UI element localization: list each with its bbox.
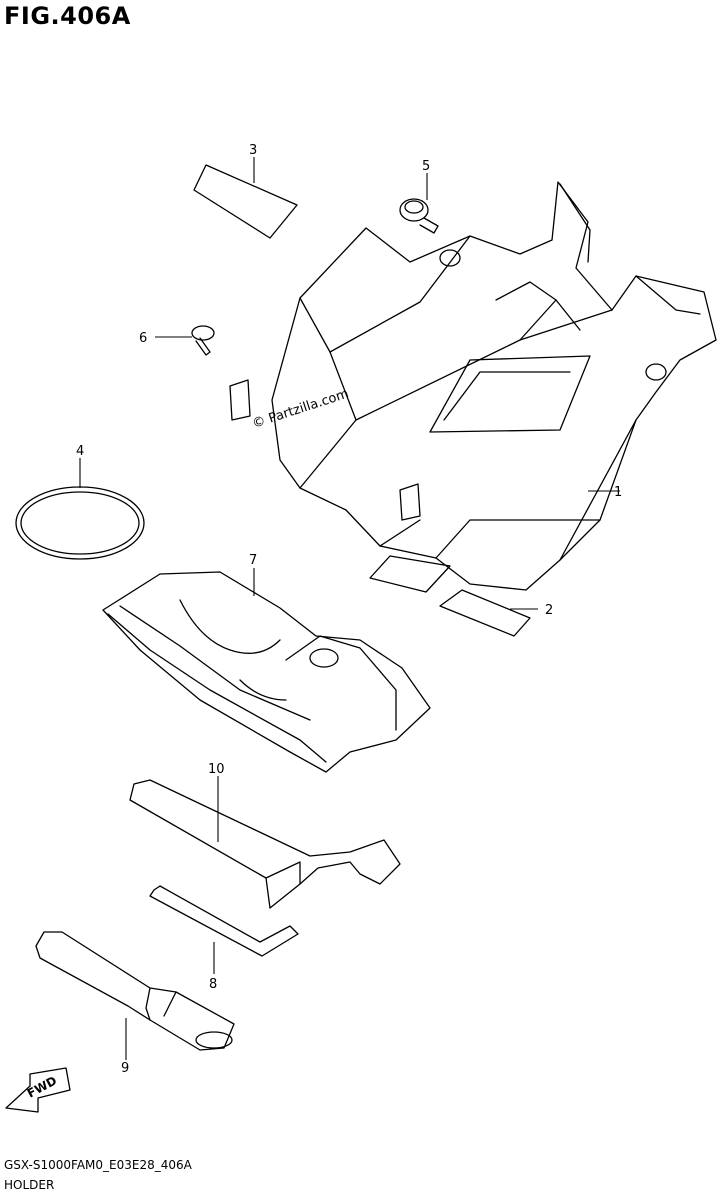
callout-7: 7 <box>249 553 257 568</box>
fwd-arrow-icon: FWD <box>5 1067 71 1113</box>
part-5-bolt[interactable] <box>399 198 439 234</box>
part-3-label-sticker[interactable] <box>193 164 298 239</box>
part-10-wrench[interactable] <box>129 779 401 909</box>
callout-10: 10 <box>208 762 225 777</box>
part-6-screw[interactable] <box>191 325 215 356</box>
callout-8: 8 <box>209 977 217 992</box>
callout-5: 5 <box>422 159 430 174</box>
part-8-hex-wrench[interactable] <box>149 885 299 957</box>
part-1-holder[interactable] <box>229 181 717 591</box>
part-4-band[interactable] <box>15 486 145 560</box>
figure-code: GSX-S1000FAM0_E03E28_406A <box>4 1158 192 1172</box>
callout-1: 1 <box>614 485 622 500</box>
callout-2: 2 <box>545 603 553 618</box>
part-2-label-sticker[interactable] <box>369 555 531 637</box>
part-9-handle[interactable] <box>35 931 235 1051</box>
callout-3: 3 <box>249 143 257 158</box>
leader-lines <box>79 157 620 1060</box>
callout-9: 9 <box>121 1061 129 1076</box>
figure-title: FIG.406A <box>4 2 131 30</box>
figure-name: HOLDER <box>4 1178 55 1192</box>
callout-6: 6 <box>139 331 147 346</box>
part-7-tool-bag[interactable] <box>102 571 431 773</box>
callout-4: 4 <box>76 444 84 459</box>
